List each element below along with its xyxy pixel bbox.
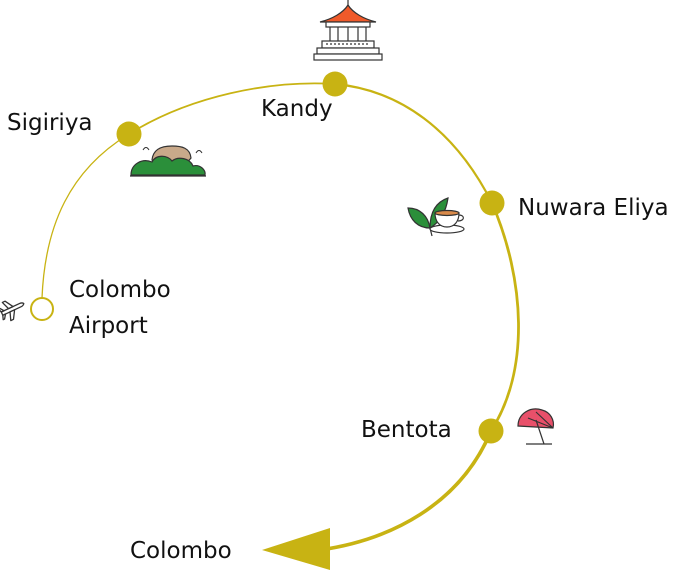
stop-marker-nuwara-eliya [479,190,505,216]
stop-marker-sigiriya [116,121,142,147]
stop-label-kandy: Kandy [261,92,333,128]
stop-label-line: Sigiriya [7,110,93,136]
beach-umbrella-icon [517,408,555,445]
stop-marker-bentota [478,418,504,444]
tea-cup-icon [407,197,465,237]
stop-label-line: Airport [69,312,148,339]
temple-icon [313,0,383,61]
stop-label-sigiriya: Sigiriya [7,106,93,142]
airplane-icon [0,300,25,322]
stop-label-line: Bentota [361,417,452,443]
route-segment-bentota-colombo [318,429,493,552]
stop-label-colombo: Colombo [130,534,232,570]
stop-label-bentota: Bentota [361,413,452,449]
route-segment-nuwara-eliya-bentota [489,201,520,433]
stop-label-line: Nuwara Eliya [518,195,669,221]
stop-label-colombo-airport: Colombo Airport [69,273,171,344]
stop-label-line: Colombo [130,538,232,564]
stop-marker-colombo-airport [30,297,54,321]
route-segment-sigiriya-kandy [128,82,336,135]
stop-label-line: Colombo [69,277,171,303]
stop-marker-kandy [322,71,348,97]
arrowhead-icon [262,528,330,570]
stop-label-nuwara-eliya: Nuwara Eliya [518,191,669,227]
rock-fortress-icon [130,145,206,177]
route-segment-airport-sigiriya [41,133,130,299]
stop-label-line: Kandy [261,96,333,122]
route-segment-kandy-nuwara-eliya [333,82,494,205]
